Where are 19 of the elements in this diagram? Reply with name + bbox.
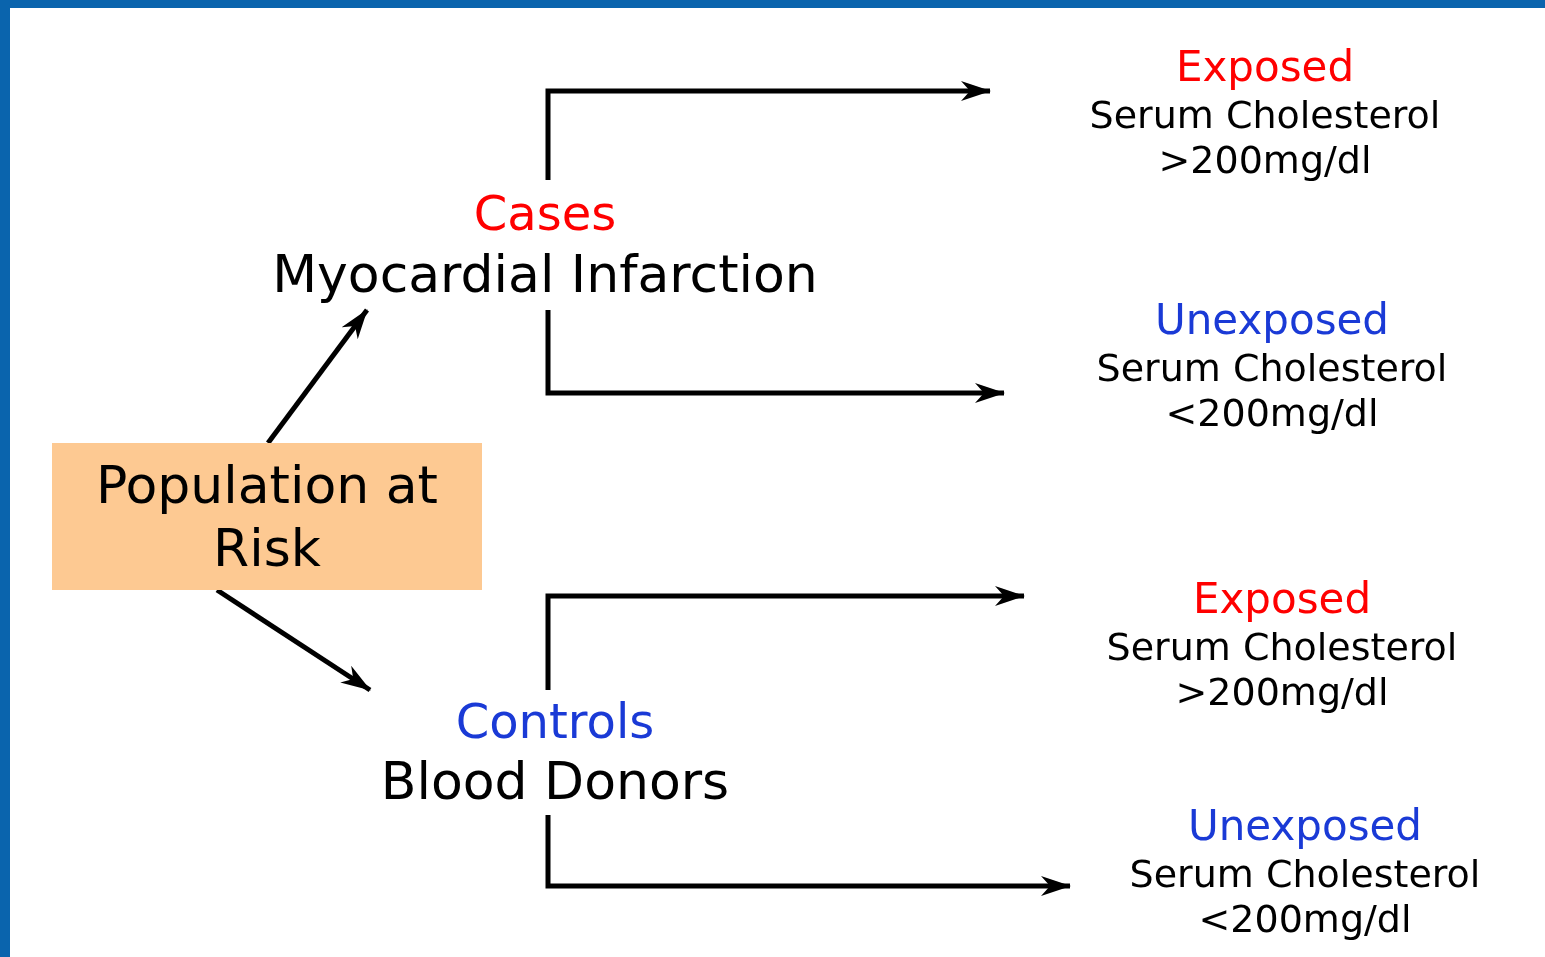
group-heading: Unexposed (1154, 295, 1390, 346)
arrow (545, 81, 991, 180)
arrow (266, 308, 369, 445)
arrow (545, 815, 1071, 896)
group-description: Serum Cholesterol <200mg/dl (1095, 345, 1449, 437)
group-description: Serum Cholesterol <200mg/dl (1128, 851, 1482, 943)
arrow (545, 310, 1005, 403)
group-description: Serum Cholesterol >200mg/dl (1105, 624, 1459, 716)
group-heading: Unexposed (1187, 801, 1423, 852)
group-heading: Exposed (1192, 574, 1372, 625)
process-box (52, 443, 482, 590)
group-heading: Controls (455, 692, 655, 751)
box-label: Population at Risk (95, 454, 439, 579)
group-heading: Cases (473, 185, 617, 243)
group-description: Myocardial Infarction (272, 242, 818, 305)
group-heading: Exposed (1175, 42, 1355, 93)
group-description: Blood Donors (380, 750, 730, 813)
group-description: Serum Cholesterol >200mg/dl (1088, 92, 1442, 184)
arrow (545, 586, 1025, 690)
